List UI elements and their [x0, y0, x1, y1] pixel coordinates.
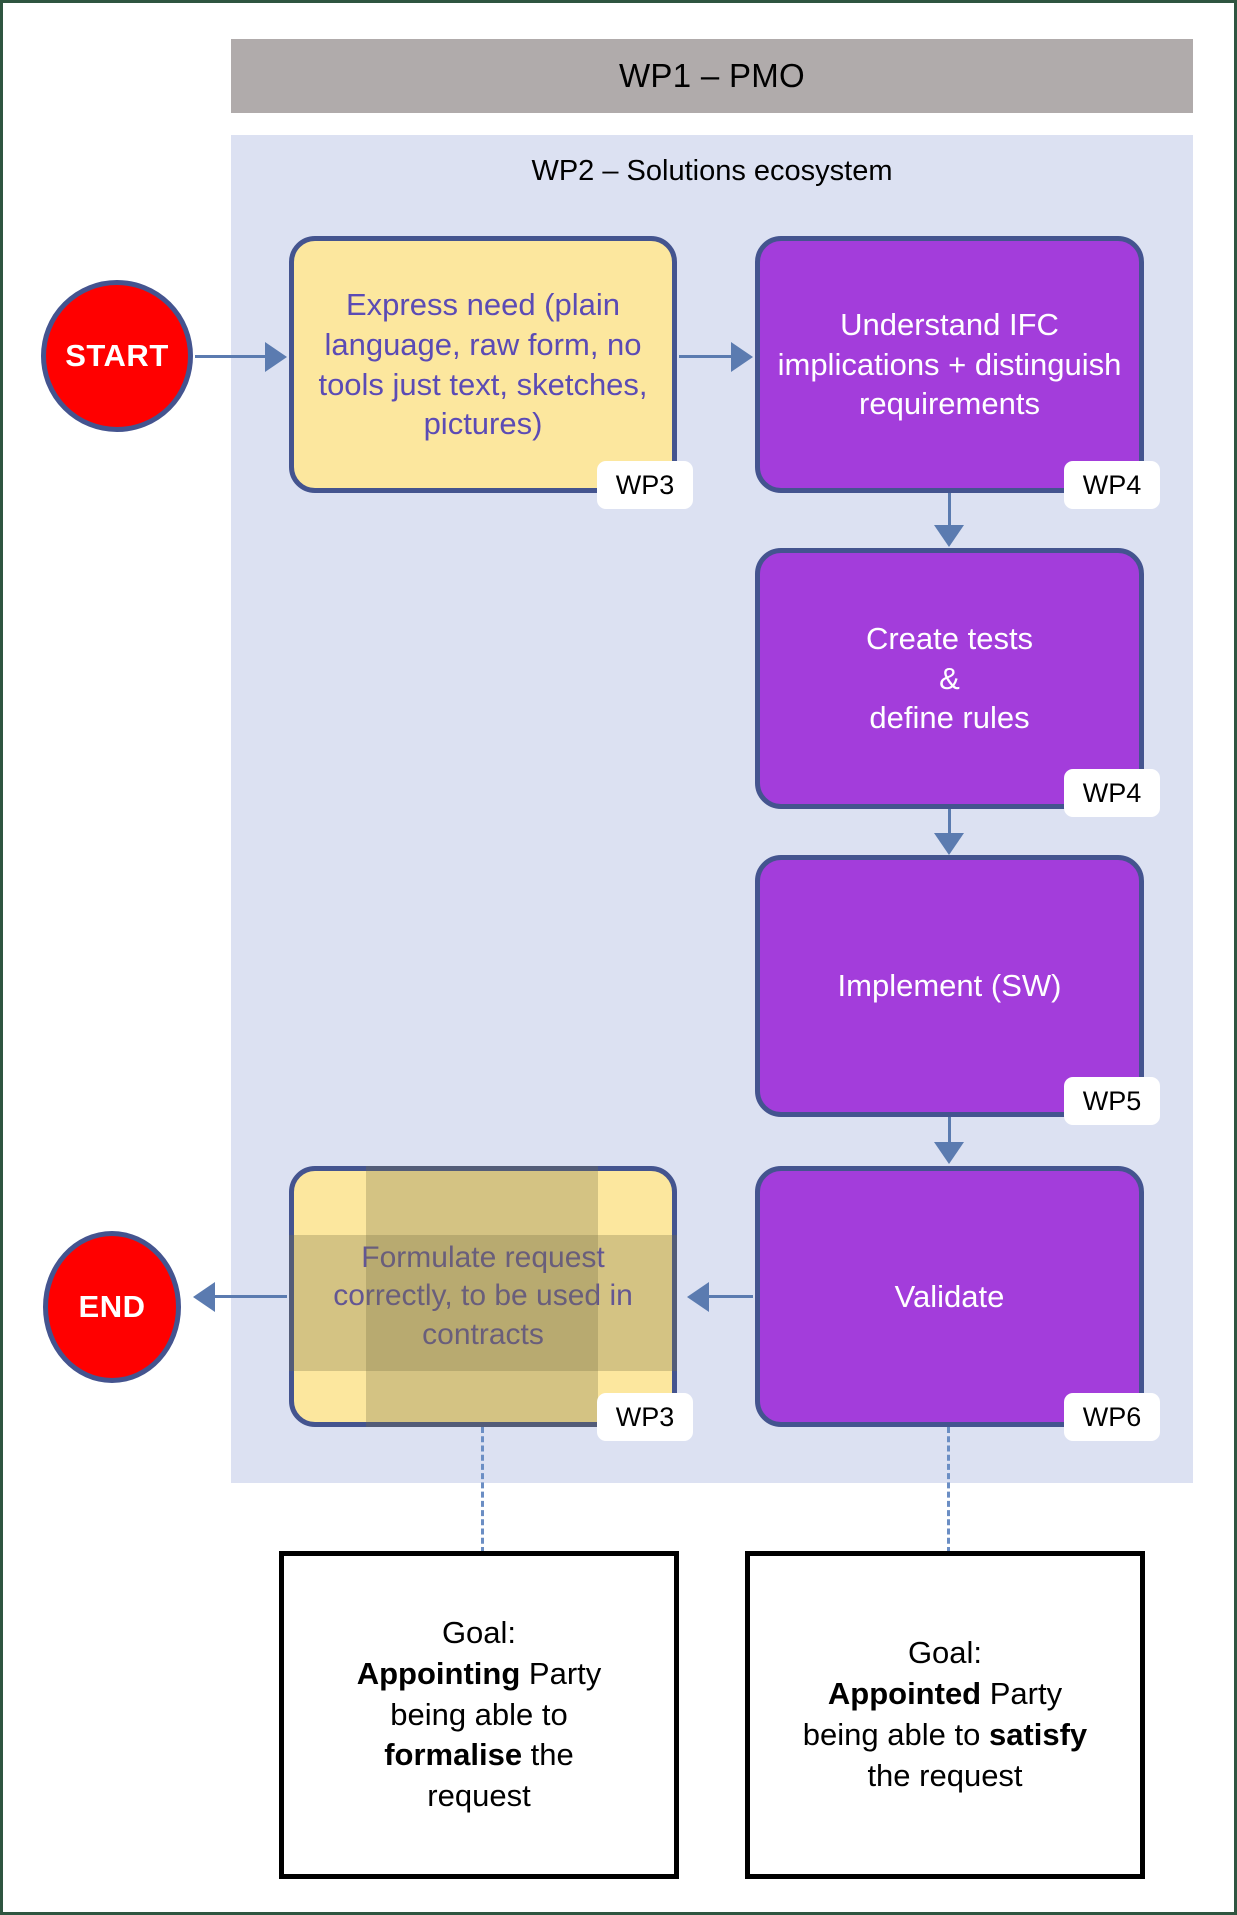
start-terminator[interactable]: START	[41, 280, 193, 432]
process-formulate-request[interactable]: Formulate request correctly, to be used …	[289, 1166, 677, 1427]
goal-right-line3a: being able to	[802, 1717, 989, 1752]
process-validate-label: Validate	[894, 1278, 1005, 1314]
connector-understand-to-create	[948, 493, 951, 529]
goal-left-line5: request	[427, 1778, 531, 1814]
process-express-need-label: Express need (plain language, raw form, …	[318, 287, 648, 442]
badge-wp5-implement: WP5	[1064, 1077, 1160, 1125]
connector-implement-to-validate	[948, 1117, 951, 1146]
goal-left-bold2: formalise	[384, 1737, 523, 1773]
goal-left-tail2: the	[522, 1737, 574, 1773]
arrowhead-create-to-implement	[934, 833, 964, 855]
process-implement-sw[interactable]: Implement (SW)	[755, 855, 1144, 1117]
badge-wp3-express: WP3	[597, 461, 693, 509]
dashed-leader-validate-to-goal	[947, 1427, 950, 1553]
badge-wp3-formulate: WP3	[597, 1393, 693, 1441]
process-understand-ifc[interactable]: Understand IFC implications + distinguis…	[755, 236, 1144, 493]
process-formulate-request-label: Formulate request correctly, to be used …	[333, 1240, 633, 1351]
connector-express-to-understand	[679, 355, 733, 358]
process-create-tests[interactable]: Create tests & define rules	[755, 548, 1144, 809]
process-create-tests-label: Create tests & define rules	[865, 620, 1034, 736]
goal-right-bold2: satisfy	[988, 1717, 1088, 1752]
arrowhead-implement-to-validate	[934, 1142, 964, 1164]
arrowhead-validate-to-formulate	[687, 1282, 709, 1312]
badge-wp6-validate: WP6	[1064, 1393, 1160, 1441]
dashed-leader-formulate-to-goal	[481, 1427, 484, 1553]
goal-right-mid1: Party	[981, 1676, 1063, 1712]
process-understand-ifc-label: Understand IFC implications + distinguis…	[777, 306, 1122, 422]
goal-left-line1: Goal:	[441, 1614, 517, 1650]
arrowhead-understand-to-create	[934, 525, 964, 547]
goal-right-bold1: Appointed	[827, 1676, 982, 1712]
goal-right-line4: the request	[867, 1757, 1023, 1793]
goal-box-appointed-party: Goal: Appointed Party being able to sati…	[745, 1551, 1145, 1879]
goal-right-text: Goal: Appointed Party being able to sati…	[789, 1633, 1101, 1797]
goal-right-line1: Goal:	[907, 1635, 983, 1671]
process-validate[interactable]: Validate	[755, 1166, 1144, 1427]
connector-start-to-express	[195, 355, 267, 358]
arrowhead-start-to-express	[265, 342, 287, 372]
end-terminator[interactable]: END	[43, 1231, 181, 1383]
process-express-need[interactable]: Express need (plain language, raw form, …	[289, 236, 677, 493]
badge-wp4-create: WP4	[1064, 769, 1160, 817]
lane-title-wp2: WP2 – Solutions ecosystem	[531, 155, 893, 187]
goal-left-mid1: Party	[520, 1655, 602, 1691]
goal-left-bold1: Appointing	[356, 1655, 521, 1691]
badge-wp4-understand: WP4	[1064, 461, 1160, 509]
goal-left-text: Goal: Appointing Party being able to for…	[343, 1613, 616, 1818]
goal-box-appointing-party: Goal: Appointing Party being able to for…	[279, 1551, 679, 1879]
goal-left-line3: being able to	[390, 1696, 568, 1732]
lane-header-wp1: WP1 – PMO	[231, 39, 1193, 113]
lane-title-wp1: WP1 – PMO	[618, 57, 806, 94]
connector-validate-to-formulate	[709, 1295, 753, 1298]
arrowhead-express-to-understand	[731, 342, 753, 372]
arrowhead-formulate-to-end	[193, 1282, 215, 1312]
process-implement-sw-label: Implement (SW)	[837, 968, 1062, 1004]
connector-formulate-to-end	[215, 1295, 287, 1298]
connector-create-to-implement	[948, 809, 951, 837]
